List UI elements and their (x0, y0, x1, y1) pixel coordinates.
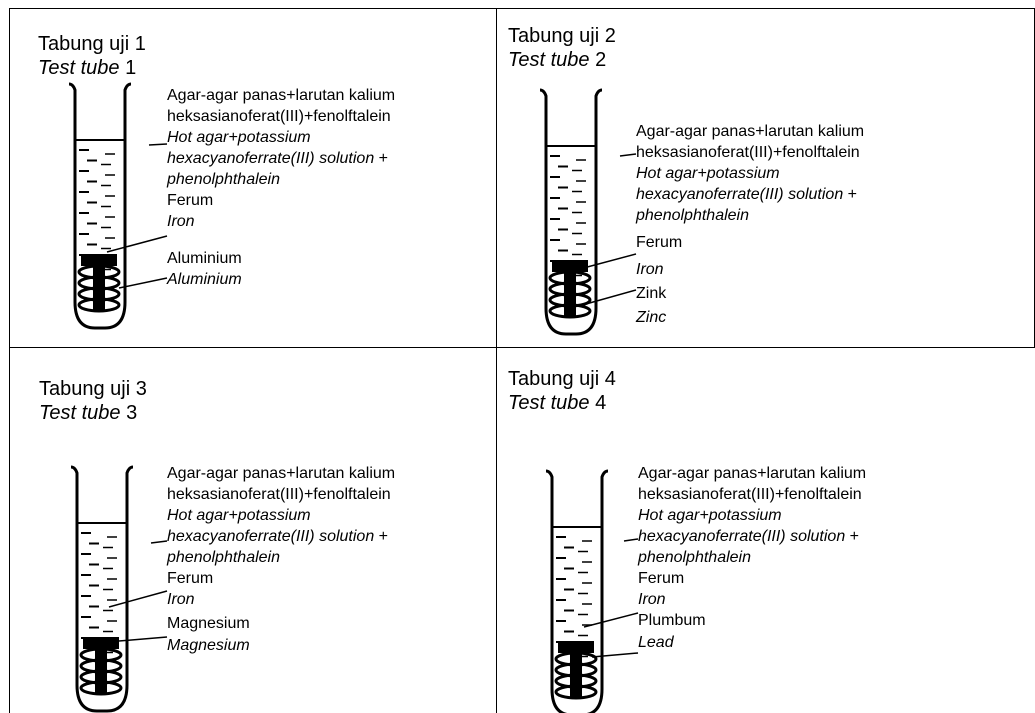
solution-label-ms: Agar-agar panas+larutan kalium (638, 465, 867, 482)
iron-nail-head (81, 254, 117, 266)
test-tube-diagram (539, 88, 637, 336)
subtitle-italic: Test tube (508, 392, 590, 414)
iron-nail-head (558, 641, 594, 653)
metal-label-en: Lead (638, 634, 674, 651)
solution-label-en-1: Hot agar+potassium (167, 129, 311, 146)
panel-subtitle: Test tube 1 (38, 56, 136, 80)
panel-title: Tabung uji 2 (508, 25, 616, 47)
metal-label-ms: Plumbum (638, 612, 706, 629)
solution-label-ms: Agar-agar panas+larutan kalium (167, 465, 396, 482)
grid-left-border (9, 8, 10, 713)
iron-label-en: Iron (638, 591, 666, 608)
leader-line-solution (150, 540, 168, 544)
tube-outline (545, 469, 609, 713)
metal-label-en: Magnesium (167, 637, 250, 654)
solution-label-en-1: Hot agar+potassium (167, 507, 311, 524)
solution-label-en-2: hexacyanoferrate(III) solution + (167, 148, 388, 169)
solution-label-en-2: hexacyanoferrate(III) solution + (638, 526, 859, 547)
metal-label-ms: Magnesium (167, 615, 250, 632)
iron-label-ms: Ferum (636, 234, 683, 251)
subtitle-number: 2 (595, 49, 607, 71)
panel-test-tube-3: Tabung uji 3 Test tube 3 Agar-agar panas… (9, 347, 496, 713)
panel-title: Tabung uji 4 (508, 368, 616, 390)
leader-line-iron (583, 612, 639, 628)
metal-coil-loop (77, 297, 121, 313)
subtitle-number: 4 (595, 392, 607, 414)
metal-coil-loop (79, 680, 123, 696)
solution-label-ms-2: heksasianoferat(III)+fenolftalein (167, 108, 391, 125)
solution-label-en-2-text: hexacyanoferrate(III) solution (167, 150, 375, 167)
test-tube-diagram (70, 465, 168, 713)
solution-label-en-2-text: hexacyanoferrate(III) solution (167, 528, 375, 545)
subtitle-number: 3 (126, 402, 138, 424)
leader-line-iron (108, 590, 168, 608)
panel-subtitle: Test tube 2 (508, 48, 606, 72)
subtitle-italic: Test tube (508, 49, 590, 71)
metal-coil-loop (548, 303, 592, 319)
solution-label-en-3: phenolphthalein (636, 207, 749, 224)
panel-title: Tabung uji 1 (38, 33, 146, 55)
tube-outline (70, 465, 134, 713)
leader-line-solution (623, 538, 639, 542)
metal-label-ms: Zink (636, 285, 667, 302)
solution-label-en-3: phenolphthalein (167, 171, 280, 188)
iron-label-en: Iron (167, 213, 195, 230)
panel-test-tube-1: Tabung uji 1 Test tube 1 Agar-agar panas… (9, 8, 496, 347)
tube-outline (539, 88, 603, 336)
solution-label-en-2-plus: + (374, 150, 389, 167)
subtitle-number: 1 (125, 57, 137, 79)
solution-label-ms: Agar-agar panas+larutan kalium (167, 87, 396, 104)
iron-label-ms: Ferum (638, 570, 685, 587)
test-tube-grid: Tabung uji 1 Test tube 1 Agar-agar panas… (9, 8, 1035, 713)
solution-label-en-2-text: hexacyanoferrate(III) solution (638, 528, 846, 545)
leader-line-metal (591, 652, 639, 658)
grid-top-border (9, 8, 1035, 9)
leader-line-metal (118, 277, 168, 289)
iron-label-ms: Ferum (167, 570, 214, 587)
grid-center-divider (496, 8, 497, 713)
panel-title: Tabung uji 3 (39, 378, 147, 400)
leader-line-iron (575, 253, 637, 271)
tube-outline (68, 82, 132, 330)
leader-line-solution (619, 153, 637, 157)
solution-label-ms: Agar-agar panas+larutan kalium (636, 123, 865, 140)
solution-label-en-2: hexacyanoferrate(III) solution + (636, 184, 857, 205)
subtitle-italic: Test tube (39, 402, 121, 424)
iron-nail-head (83, 637, 119, 649)
metal-label-en: Zinc (636, 309, 667, 326)
solution-label-en-2: hexacyanoferrate(III) solution + (167, 526, 388, 547)
iron-label-en: Iron (636, 261, 664, 278)
iron-label-ms: Ferum (167, 192, 214, 209)
leader-line-metal (118, 636, 168, 642)
leader-line-metal (585, 289, 637, 305)
grid-middle-border (9, 347, 1035, 348)
solution-label-ms-2: heksasianoferat(III)+fenolftalein (636, 144, 860, 161)
solution-label-en-1: Hot agar+potassium (638, 507, 782, 524)
test-tube-diagram (545, 469, 639, 713)
test-tube-diagram (68, 82, 168, 330)
solution-label-ms-2: heksasianoferat(III)+fenolftalein (167, 486, 391, 503)
metal-coil-loop (554, 684, 598, 700)
leader-line-solution (148, 143, 168, 146)
metal-label-en: Aluminium (167, 271, 242, 288)
panel-subtitle: Test tube 3 (39, 401, 137, 425)
solution-label-en-2-text: hexacyanoferrate(III) solution (636, 186, 844, 203)
panel-subtitle: Test tube 4 (508, 391, 606, 415)
panel-test-tube-2: Tabung uji 2 Test tube 2 Agar-agar panas… (496, 8, 1034, 347)
solution-label-en-2-plus: + (845, 528, 860, 545)
solution-label-en-2-plus: + (843, 186, 858, 203)
solution-label-en-3: phenolphthalein (167, 549, 280, 566)
solution-label-ms-2: heksasianoferat(III)+fenolftalein (638, 486, 862, 503)
solution-label-en-2-plus: + (374, 528, 389, 545)
subtitle-italic: Test tube (38, 57, 120, 79)
solution-label-en-1: Hot agar+potassium (636, 165, 780, 182)
solution-label-en-3: phenolphthalein (638, 549, 751, 566)
metal-label-ms: Aluminium (167, 250, 242, 267)
iron-label-en: Iron (167, 591, 195, 608)
panel-test-tube-4: Tabung uji 4 Test tube 4 Agar-agar panas… (496, 347, 1034, 713)
iron-nail-head (552, 260, 588, 272)
leader-line-iron (106, 235, 168, 253)
